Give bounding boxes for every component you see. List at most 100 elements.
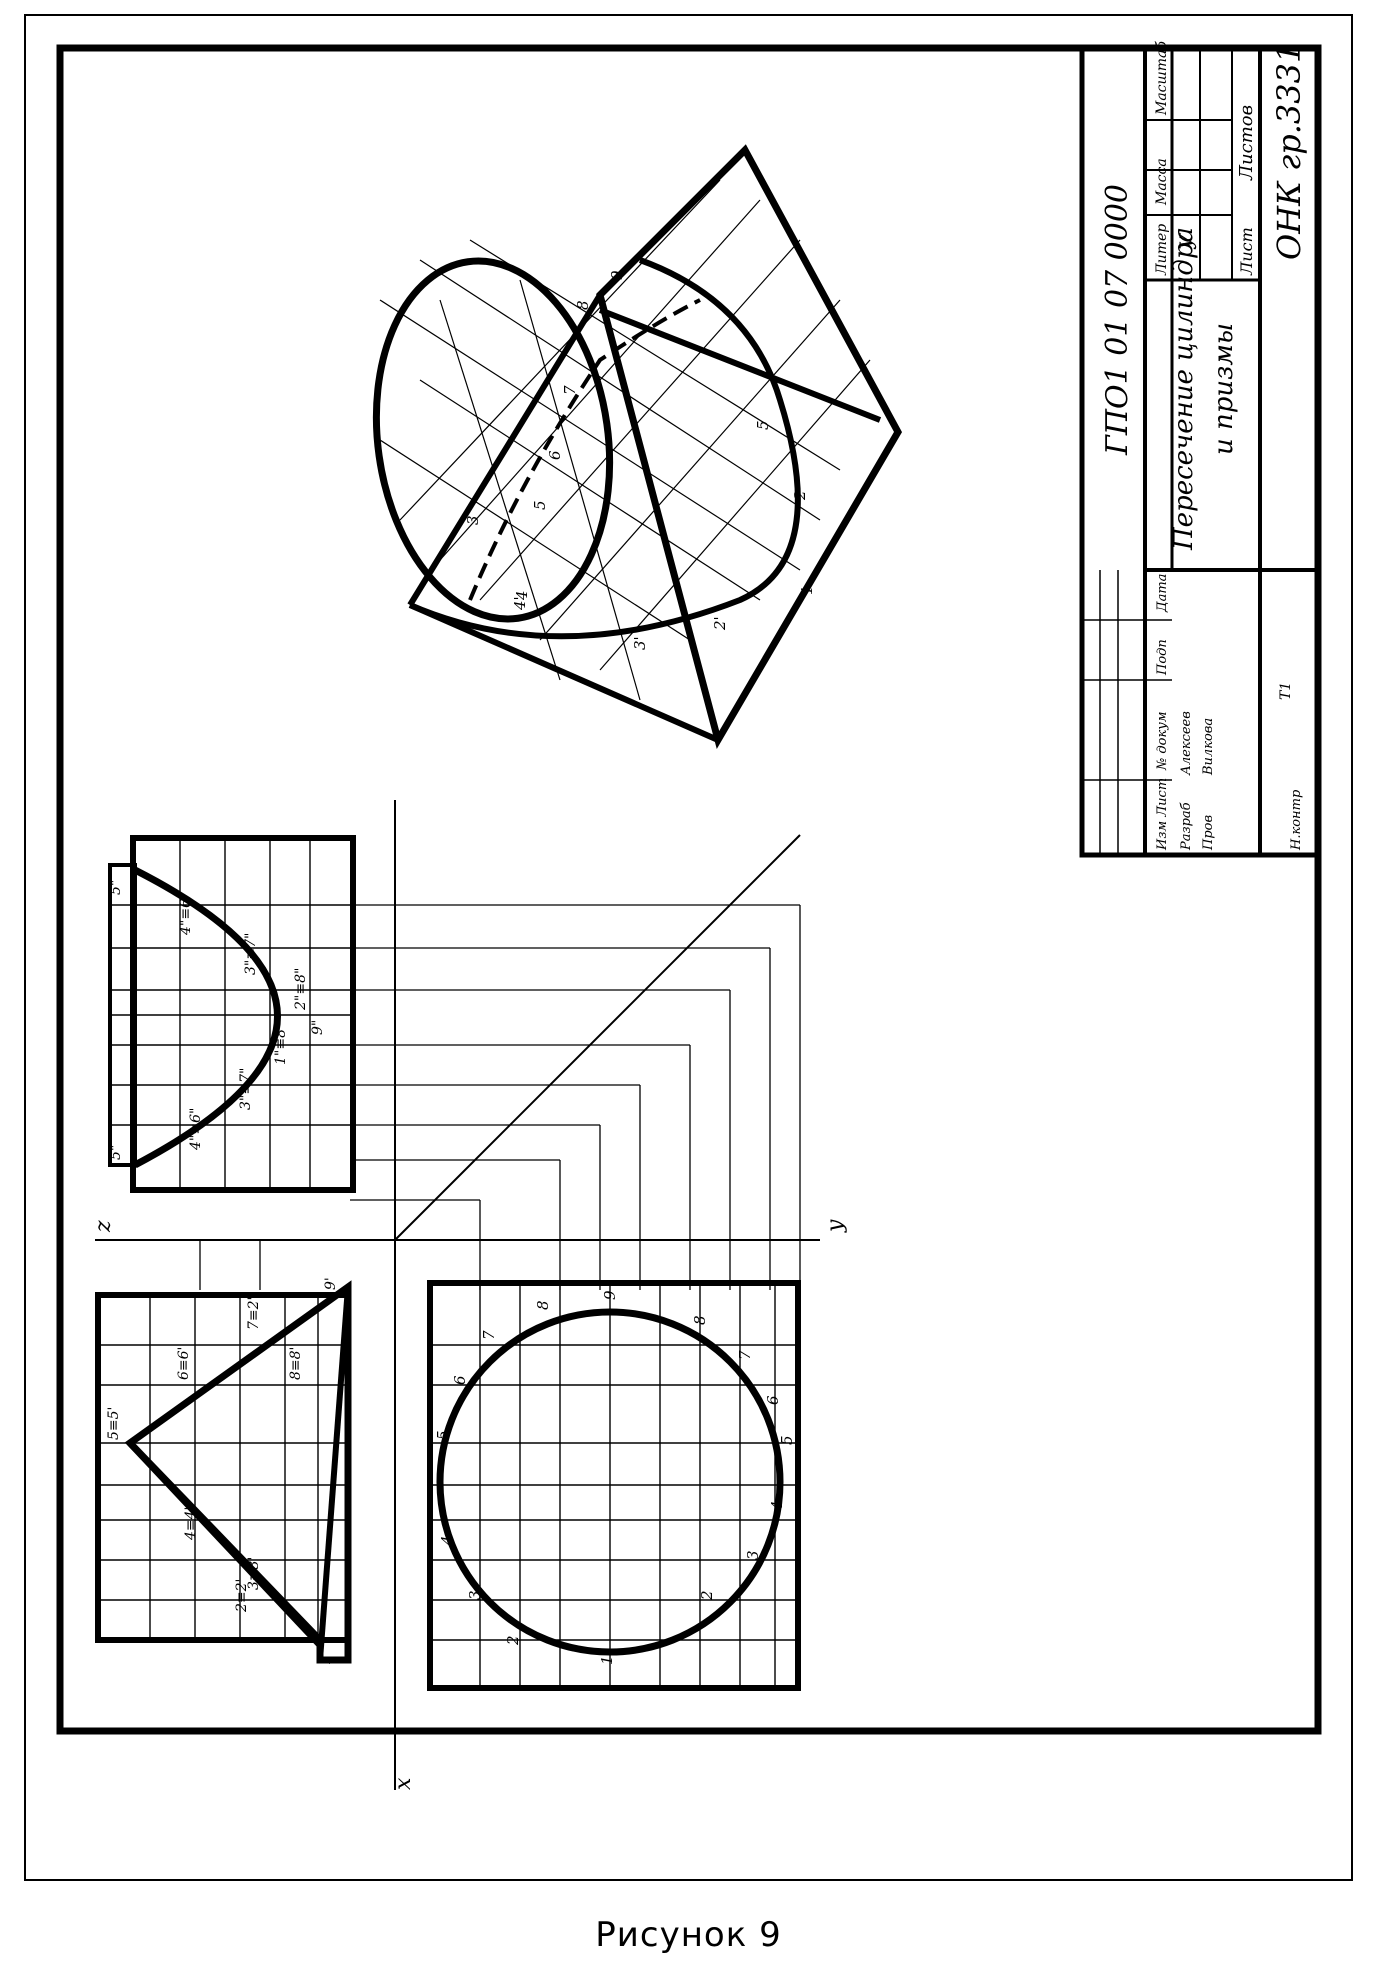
top-view-grid	[432, 1285, 796, 1686]
tv-label: 2	[698, 1590, 716, 1601]
front-view-cylinder-box	[95, 1292, 351, 1643]
tv-label: 4	[768, 1500, 786, 1511]
tv-label: 3	[466, 1590, 484, 1600]
tv-label: 6	[764, 1395, 782, 1405]
axon-cylinder-outline	[408, 257, 801, 640]
side-view-prism-box	[130, 835, 356, 1193]
sv-label: 4"≡6"	[178, 893, 194, 936]
stamp-date: Дата	[1155, 574, 1170, 613]
sv-label: 5"	[108, 1145, 124, 1160]
ax-label: 6	[546, 450, 564, 460]
ax-label: 9	[608, 270, 626, 280]
fv-label: 8≡8'	[288, 1347, 304, 1380]
axon-prism	[596, 144, 903, 750]
ax-label: 3'	[631, 636, 649, 650]
sv-label: 1"≡8"	[273, 1023, 289, 1065]
header-lit: Литер	[1154, 224, 1170, 276]
side-view-grid	[110, 840, 350, 1188]
axon-prism-edge-2	[408, 602, 720, 743]
tv-label: 7	[736, 1350, 754, 1360]
ax-label: 1	[798, 585, 816, 595]
ax-label: 5	[754, 420, 772, 430]
sv-label: 4"≡6"	[188, 1108, 204, 1151]
axis-label-x: x	[391, 1777, 416, 1790]
tv-label: 5	[778, 1435, 796, 1445]
tv-label: 5	[434, 1430, 452, 1440]
axis-label-y: y	[823, 1219, 848, 1233]
ax-label: 7	[561, 385, 579, 395]
fv-label: 3≡3'	[246, 1557, 262, 1590]
front-view-grid	[100, 1297, 345, 1638]
ax-label: 2	[791, 490, 809, 501]
ax-label: 4	[513, 590, 531, 601]
sheet-label: Лист	[1237, 227, 1256, 276]
organization: ОНК гр.3331	[1270, 43, 1308, 260]
checker-name: Вилкова	[1201, 718, 1216, 776]
front-view	[95, 1280, 352, 1664]
fv-label: 9'	[323, 1277, 339, 1290]
tv-label: 7	[480, 1330, 498, 1340]
sheets-label: Листов	[1236, 105, 1257, 181]
side-view-point-labels: 5" 4"≡6" 3"≡7" 2"≡8" 9" 1"≡8" 3"≡7" 4"≡6…	[108, 880, 326, 1160]
fv-label: 2≡2'	[234, 1579, 250, 1613]
sv-label: 2"≡8"	[293, 968, 309, 1011]
stamp-checker: Пров	[1201, 815, 1216, 851]
tv-label: 8	[691, 1315, 709, 1325]
developer-name: Алексеев	[1179, 711, 1194, 776]
title-line-1: Пересечение цилиндра	[1169, 227, 1199, 551]
stamp-sign: Подп	[1155, 639, 1170, 676]
tv-label: 8	[534, 1300, 552, 1310]
axis-label-z: z	[91, 1220, 116, 1233]
sv-label: 3"≡7"	[243, 933, 259, 975]
title-line-2: и призмы	[1209, 323, 1239, 455]
axon-intersection-curve	[468, 298, 701, 601]
tv-label: 6	[451, 1375, 469, 1385]
designation: ГПО1 01 07 0000	[1100, 184, 1135, 456]
side-view	[108, 835, 356, 1193]
fv-label: 4≡4'	[183, 1507, 199, 1541]
figure-caption: Рисунок 9	[595, 1915, 782, 1955]
tv-label: 9	[601, 1290, 619, 1300]
front-view-point-labels: 9' 7≡2' 8≡8' 6≡6' 5≡5' 4≡4' 3≡3' 2≡2' 1'	[106, 1277, 339, 1665]
ax-label: 4'	[511, 596, 529, 611]
sv-label: 5"	[108, 880, 124, 895]
tv-label: 1	[598, 1655, 616, 1665]
sv-label: 9"	[310, 1020, 326, 1035]
ax-label: 3	[464, 515, 482, 525]
lit-value: У	[1177, 232, 1202, 250]
header-scale: Масштаб	[1154, 41, 1170, 116]
axon-point-labels: 9 8 7 6 5 4 3 2 1 2' 3' 4' 5	[464, 270, 816, 650]
ax-label: 5	[531, 500, 549, 510]
top-view-prism-box	[427, 1280, 801, 1691]
top-view	[427, 1280, 801, 1691]
side-view-intersection-curve	[133, 866, 281, 1169]
fv-label: 6≡6'	[176, 1347, 192, 1380]
projection-connector-lines	[199, 904, 801, 1290]
drawing-frame	[56, 44, 1322, 1735]
ax-label: 8	[574, 300, 592, 310]
sv-label: 3"≡7"	[238, 1068, 254, 1110]
header-mass: Масса	[1154, 158, 1170, 206]
ax-label: 2'	[711, 616, 729, 631]
construction-45-line	[394, 834, 801, 1241]
projection-axes	[95, 800, 820, 1790]
title-block	[1079, 45, 1321, 858]
tv-label: 3	[744, 1550, 762, 1560]
stamp-ncontrol: Н.контр	[1289, 789, 1304, 851]
axon-prism-edge-1	[407, 293, 603, 607]
tv-label: 2	[504, 1635, 522, 1646]
stamp-izm: Изм Лист	[1155, 778, 1170, 851]
top-view-point-labels: 9 8 7 6 5 4 3 2 1 2 3 4 5 6 7 8	[434, 1290, 796, 1665]
axon-construction-lines	[379, 179, 871, 701]
stamp-sheet-no: Т1	[1278, 682, 1294, 700]
fv-label: 5≡5'	[106, 1407, 122, 1440]
axon-cylinder-top-ellipse	[372, 257, 614, 623]
front-view-prism-base	[317, 1286, 351, 1661]
stamp-developer: Разраб	[1179, 802, 1194, 851]
fv-label: 1'	[318, 1652, 334, 1665]
axonometric-view	[372, 144, 903, 750]
paper-border	[24, 14, 1353, 1881]
fv-label: 7≡2'	[246, 1297, 262, 1330]
front-view-prism-edge	[127, 1440, 323, 1643]
